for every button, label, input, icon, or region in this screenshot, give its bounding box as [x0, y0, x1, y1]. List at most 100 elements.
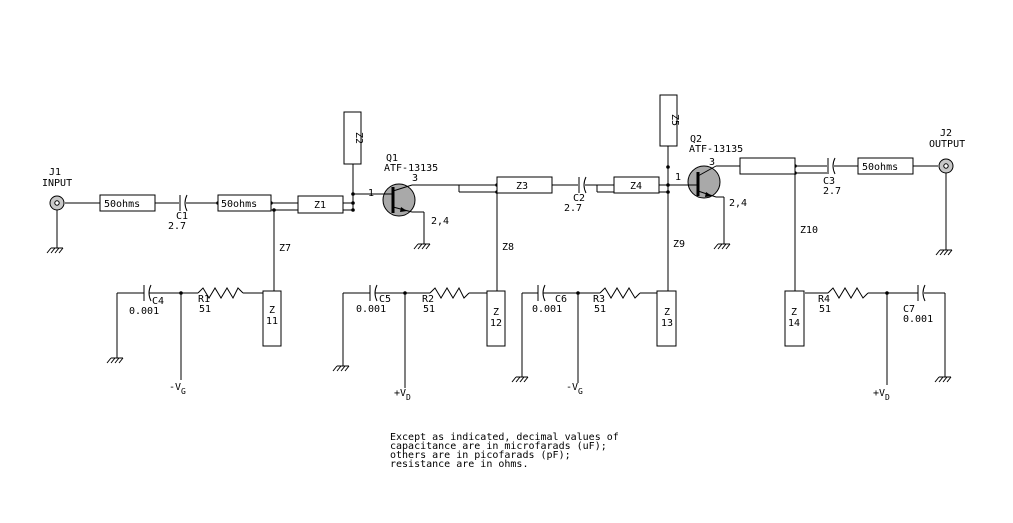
z14-label-a: Z: [791, 307, 797, 318]
z9-label: Z9: [673, 239, 685, 250]
z13-section: Z 13: [656, 290, 677, 347]
fet-q1-icon: [382, 183, 416, 217]
q2-part: ATF-13135: [689, 144, 743, 155]
svg-text:+VD: +VD: [394, 388, 411, 402]
ground-icon: [511, 376, 529, 383]
z4-section: Z4: [613, 176, 660, 194]
supply-vg2: -VG: [566, 382, 583, 396]
z12-section: Z 12: [486, 290, 506, 347]
capacitor-c5: C5 0.001: [356, 284, 391, 315]
connector-j2: J2 OUTPUT: [929, 128, 965, 174]
z13-label-b: 13: [661, 318, 673, 329]
transistor-q2: Q2 ATF-13135 1 3 2,4: [675, 134, 747, 209]
z4-label: Z4: [630, 181, 642, 192]
c2-ref: C2: [573, 193, 585, 204]
capacitor-c6: C6 0.001: [532, 284, 567, 315]
q2-pin-source: 2,4: [729, 198, 747, 209]
c4-value: 0.001: [129, 306, 159, 317]
c6-value: 0.001: [532, 304, 562, 315]
vg1-sign: -V: [169, 382, 181, 393]
c1-ref: C1: [176, 211, 188, 222]
svg-text:+VD: +VD: [873, 388, 890, 402]
line-in-label: 50ohms: [104, 199, 140, 210]
note-line: resistance are in ohms.: [390, 459, 528, 470]
c2-value: 2.7: [564, 203, 582, 214]
jack-j2-pin-icon: [943, 163, 949, 169]
resistor-r1: R1 51: [197, 287, 244, 315]
supply-vd1: +VD: [394, 388, 411, 402]
capacitor-c4: C4 0.001: [129, 284, 164, 317]
z12-label-a: Z: [493, 307, 499, 318]
line-in: 50ohms: [99, 194, 156, 212]
z8-label: Z8: [502, 242, 514, 253]
resistor-r4: R4 51: [818, 287, 869, 315]
r2-ref: R2: [422, 294, 434, 305]
jack-j1-pin-icon: [54, 200, 60, 206]
z14-label-b: 14: [788, 318, 800, 329]
z12-label-b: 12: [490, 318, 502, 329]
q1-pin-gate: 1: [368, 188, 374, 199]
footnote: Except as indicated, decimal values of c…: [390, 432, 619, 470]
fet-q2-icon: [687, 165, 721, 199]
transistor-q1: Q1 ATF-13135 1 3 2,4: [368, 153, 449, 227]
j1-name: INPUT: [42, 178, 72, 189]
r1-ref: R1: [198, 294, 210, 305]
capacitor-c1: C1 2.7: [168, 194, 188, 232]
q1-pin-source: 2,4: [431, 216, 449, 227]
c7-value: 0.001: [903, 314, 933, 325]
z13-label-a: Z: [664, 307, 670, 318]
vd1-sign: +V: [394, 388, 406, 399]
r4-ref: R4: [818, 294, 830, 305]
z11-label-b: 11: [266, 316, 278, 327]
ground-icon: [713, 243, 731, 250]
c6-ref: C6: [555, 294, 567, 305]
z10-label: Z10: [800, 225, 818, 236]
c7-ref: C7: [903, 304, 915, 315]
capacitor-c7: C7 0.001: [903, 284, 933, 325]
vd1-sub: D: [406, 393, 411, 402]
z1-section: Z1: [297, 195, 344, 214]
vd2-sign: +V: [873, 388, 885, 399]
resistor-r2: R2 51: [422, 286, 470, 315]
q2-ref: Q2: [690, 134, 702, 145]
vd2-sub: D: [885, 393, 890, 402]
j1-ref: J1: [49, 167, 61, 178]
ground-icon: [106, 357, 124, 364]
resistor-r3: R3 51: [593, 287, 641, 315]
vg2-sign: -V: [566, 382, 578, 393]
z5-label: Z5: [669, 114, 680, 126]
note-line: Except as indicated, decimal values of: [390, 432, 619, 443]
r3-ref: R3: [593, 294, 605, 305]
z3-label: Z3: [516, 181, 528, 192]
z11-section: Z 11: [262, 290, 282, 347]
q1-part: ATF-13135: [384, 163, 438, 174]
ground-icon: [934, 376, 952, 383]
r2-value: 51: [423, 304, 435, 315]
c5-ref: C5: [379, 294, 391, 305]
q2-pin-gate: 1: [675, 172, 681, 183]
z2-label: Z2: [353, 132, 364, 144]
ground-icon: [413, 243, 431, 250]
z14-section: Z 14: [784, 290, 805, 347]
line-out-label: 50ohms: [862, 162, 898, 173]
z11-label-a: Z: [269, 305, 275, 316]
wires: [56, 146, 947, 388]
j2-ref: J2: [940, 128, 952, 139]
svg-text:-VG: -VG: [169, 382, 186, 396]
r4-value: 51: [819, 304, 831, 315]
svg-text:-VG: -VG: [566, 382, 583, 396]
z1-label: Z1: [314, 200, 326, 211]
drain-line-q2: [739, 157, 796, 175]
line-mid-label: 50ohms: [221, 199, 257, 210]
note-line: others are in picofarads (pF);: [390, 450, 571, 461]
q1-ref: Q1: [386, 153, 398, 164]
r3-value: 51: [594, 304, 606, 315]
q2-pin-drain: 3: [709, 157, 715, 168]
capacitor-c3: C3 2.7: [823, 157, 841, 197]
vg2-sub: G: [578, 387, 583, 396]
capacitor-c2: C2 2.7: [564, 176, 587, 214]
z5-section: Z5: [659, 94, 680, 147]
ground-icon: [935, 249, 953, 256]
q1-pin-drain: 3: [412, 173, 418, 184]
